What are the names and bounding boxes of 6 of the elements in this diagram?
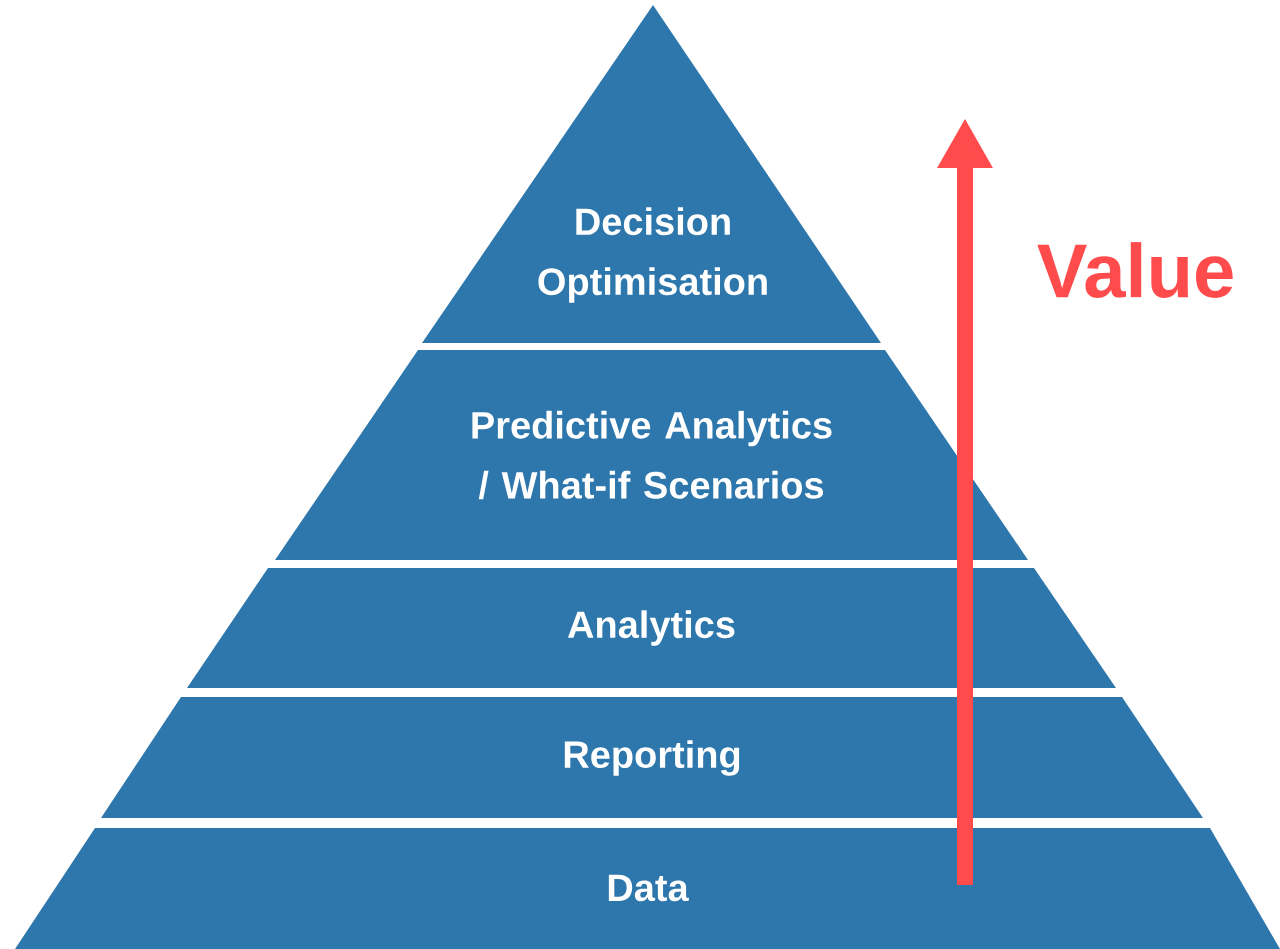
pyramid-layer: Predictive Analytics / What-if Scenarios — [275, 350, 1028, 560]
pyramid-layer: Reporting — [101, 697, 1203, 818]
axis-label: Value — [1037, 242, 1233, 298]
pyramid-layer: Analytics — [187, 568, 1116, 688]
pyramid-layer: Decision Optimisation — [422, 5, 881, 343]
pyramid-layer: Data — [15, 828, 1280, 949]
